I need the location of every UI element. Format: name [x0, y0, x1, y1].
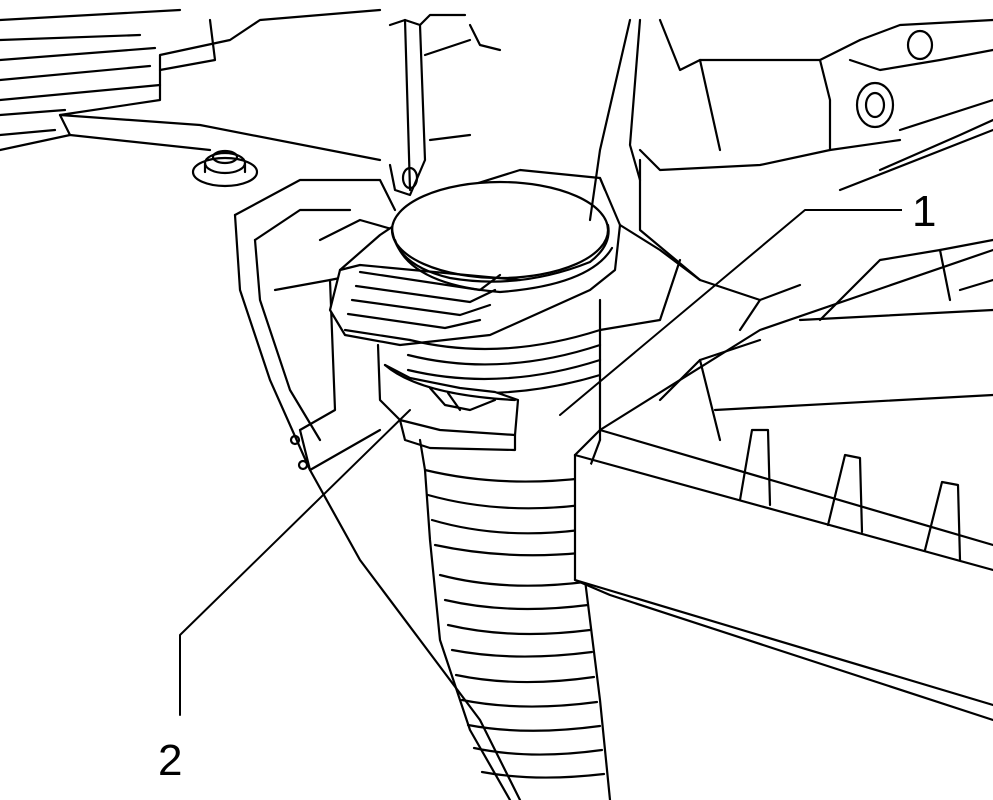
air-box — [573, 248, 993, 722]
leader-lines — [179, 209, 906, 716]
callout-1: 1 — [912, 187, 936, 236]
top-left-panel — [0, 8, 382, 162]
mounting-bracket — [388, 13, 502, 197]
bolt — [191, 149, 259, 188]
callout-2: 2 — [158, 736, 182, 785]
callouts: 1 2 — [150, 185, 942, 785]
left-housing — [233, 178, 522, 800]
line-art — [0, 8, 993, 800]
leader-1 — [559, 209, 906, 416]
leader-2 — [179, 409, 411, 716]
upper-right-structure — [588, 18, 993, 332]
filter-cap — [328, 168, 622, 347]
retaining-clip — [376, 343, 520, 452]
